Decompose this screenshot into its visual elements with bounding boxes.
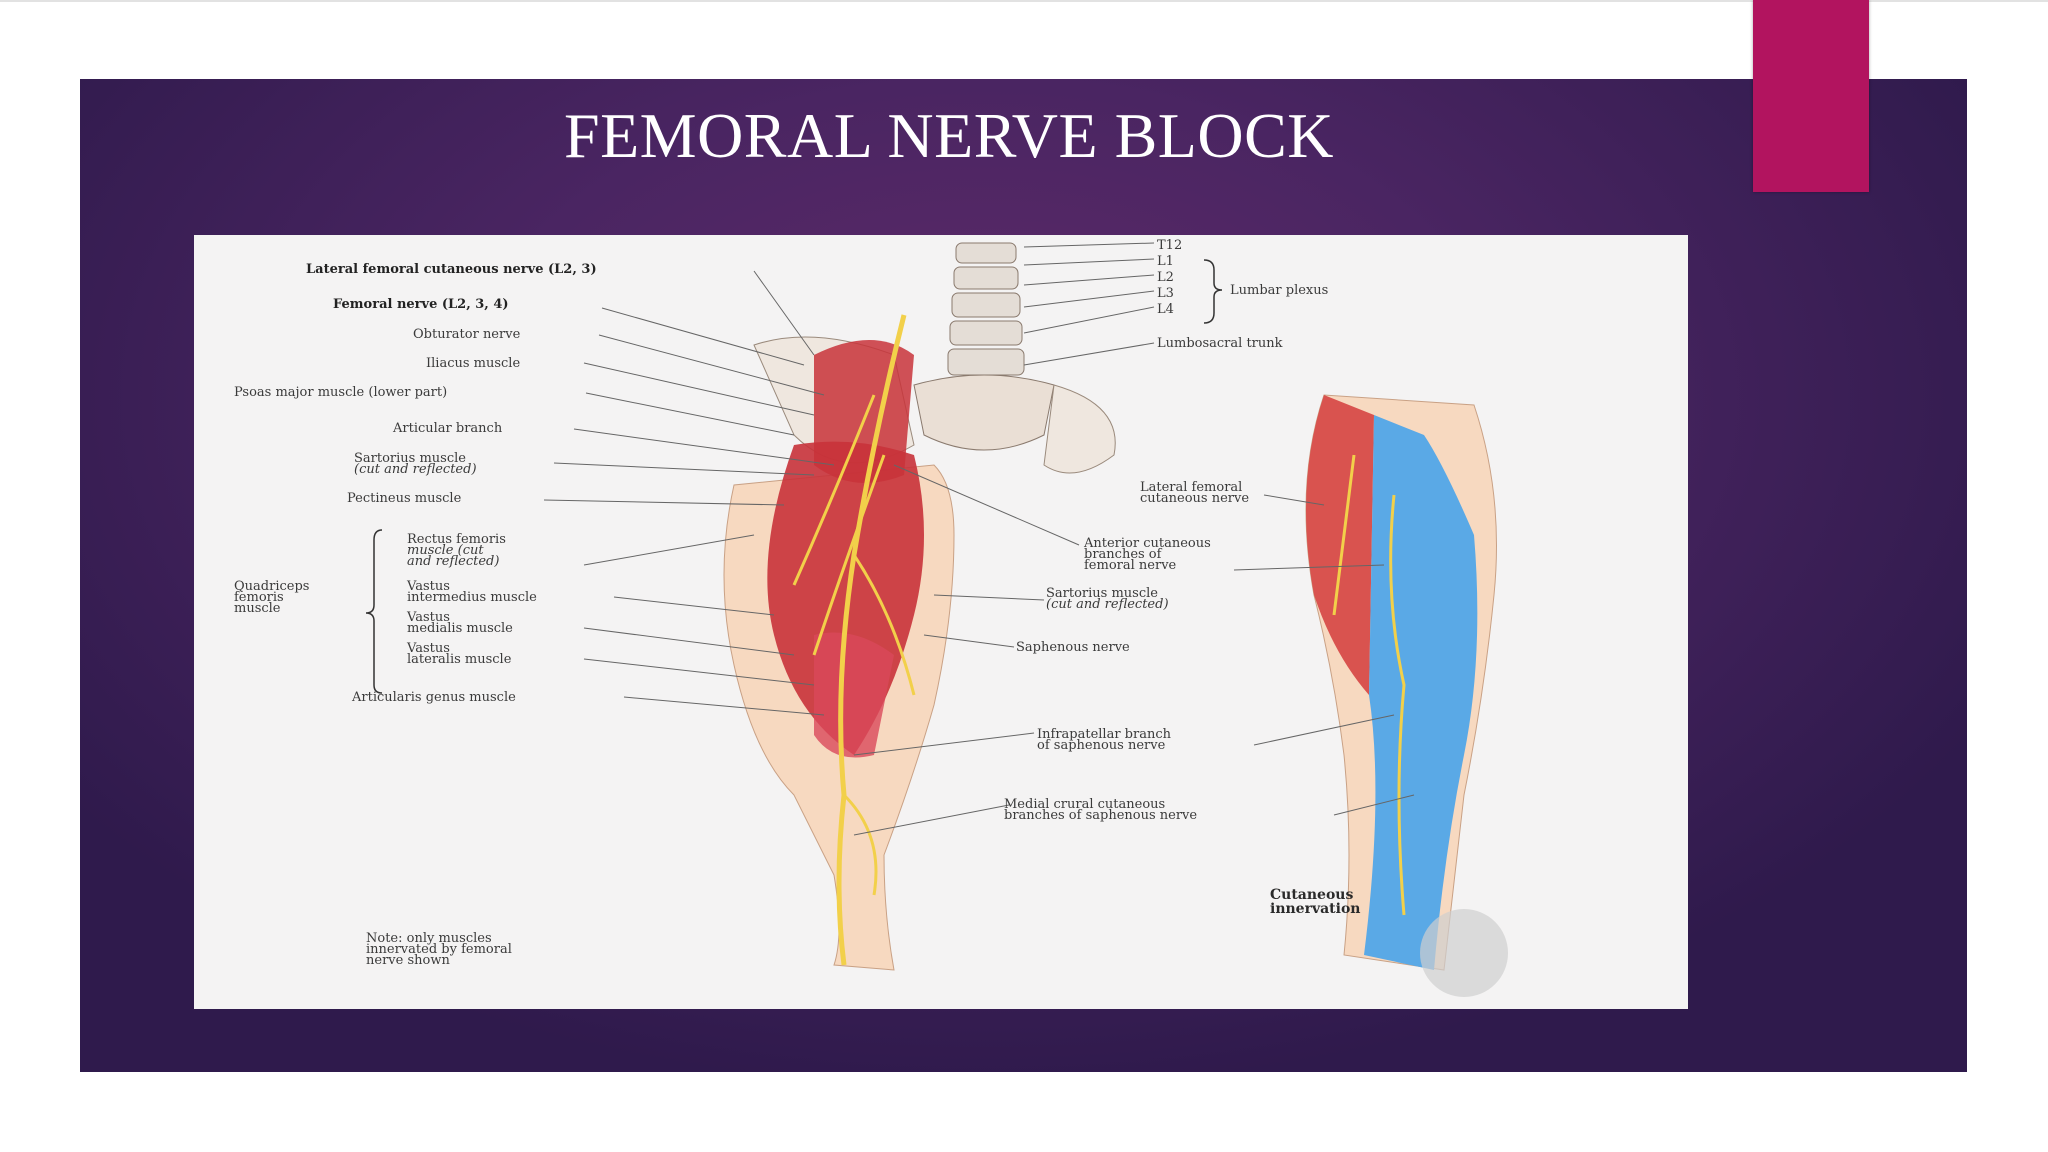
label-sartorius-muscle-right: Sartorius muscle: [1046, 586, 1158, 601]
label-note-3: nerve shown: [366, 953, 450, 968]
label-saphenous-nerve: Saphenous nerve: [1016, 640, 1130, 655]
label-obturator-nerve: Obturator nerve: [413, 327, 521, 342]
top-divider: [0, 0, 2048, 2]
label-femoral-nerve: Femoral nerve (L2, 3, 4): [333, 297, 509, 312]
label-quadriceps-3: muscle: [234, 601, 281, 616]
label-pectineus-muscle: Pectineus muscle: [347, 491, 462, 506]
label-note-1: Note: only muscles: [366, 931, 492, 946]
label-vastus-intermedius-1: Vastus: [407, 579, 450, 594]
anatomy-figure: Lateral femoral cutaneous nerve (L2, 3) …: [194, 235, 1688, 1009]
label-infrapatellar-1: Infrapatellar branch: [1037, 727, 1171, 742]
label-lateral-femoral-2: cutaneous nerve: [1140, 491, 1250, 506]
plexus-brace: [1203, 259, 1223, 324]
label-vastus-lateralis-1: Vastus: [407, 641, 450, 656]
label-lumbar-plexus: Lumbar plexus: [1230, 283, 1329, 298]
label-sartorius-muscle-left: Sartorius muscle: [354, 451, 466, 466]
spine-illustration: [753, 242, 1116, 474]
label-sartorius-muscle-right-note: (cut and reflected): [1046, 597, 1169, 612]
label-rectus-femoris-2: muscle (cut: [407, 543, 484, 558]
label-medial-crural-2: branches of saphenous nerve: [1004, 808, 1198, 823]
label-lumbosacral-trunk: Lumbosacral trunk: [1157, 336, 1283, 351]
label-note-2: innervated by femoral: [366, 942, 512, 957]
label-t12: T12: [1157, 238, 1183, 253]
label-cutaneous-1: Cutaneous: [1270, 887, 1354, 903]
left-leg-illustration: [723, 314, 955, 971]
label-l3: L3: [1157, 286, 1174, 301]
label-articular-branch: Articular branch: [393, 421, 503, 436]
label-quadriceps-1: Quadriceps: [234, 579, 310, 594]
label-rectus-femoris-3: and reflected): [407, 554, 500, 569]
label-quadriceps-2: femoris: [234, 590, 284, 605]
label-anterior-cutaneous-3: femoral nerve: [1084, 558, 1177, 573]
anatomy-illustration: [365, 242, 1508, 997]
slide-title: FEMORAL NERVE BLOCK: [563, 100, 1335, 171]
label-lateral-femoral-1: Lateral femoral: [1140, 480, 1243, 495]
label-anterior-cutaneous-1: Anterior cutaneous: [1084, 536, 1211, 551]
label-psoas-major-muscle: Psoas major muscle (lower part): [234, 385, 448, 400]
label-iliacus-muscle: Iliacus muscle: [426, 356, 521, 371]
label-sartorius-muscle-left-note: (cut and reflected): [354, 462, 477, 477]
label-vastus-lateralis-2: lateralis muscle: [407, 652, 512, 667]
label-cutaneous-2: innervation: [1270, 901, 1361, 917]
label-l1: L1: [1157, 254, 1174, 269]
label-vastus-intermedius-2: intermedius muscle: [407, 590, 537, 605]
label-lateral-femoral-cutaneous-nerve: Lateral femoral cutaneous nerve (L2, 3): [306, 262, 597, 277]
label-rectus-femoris-1: Rectus femoris: [407, 532, 506, 547]
label-medial-crural-1: Medial crural cutaneous: [1004, 797, 1166, 812]
right-leg-cutaneous-map: [1305, 394, 1508, 997]
accent-tab: [1753, 0, 1869, 192]
label-infrapatellar-2: of saphenous nerve: [1037, 738, 1166, 753]
leader-lines: [543, 242, 1415, 836]
label-l4: L4: [1157, 302, 1174, 317]
label-vastus-medialis-2: medialis muscle: [407, 621, 513, 636]
label-vastus-medialis-1: Vastus: [407, 610, 450, 625]
label-anterior-cutaneous-2: branches of: [1084, 547, 1162, 562]
label-articularis-genus-muscle: Articularis genus muscle: [352, 690, 516, 705]
label-l2: L2: [1157, 270, 1174, 285]
quadriceps-brace: [365, 529, 383, 694]
